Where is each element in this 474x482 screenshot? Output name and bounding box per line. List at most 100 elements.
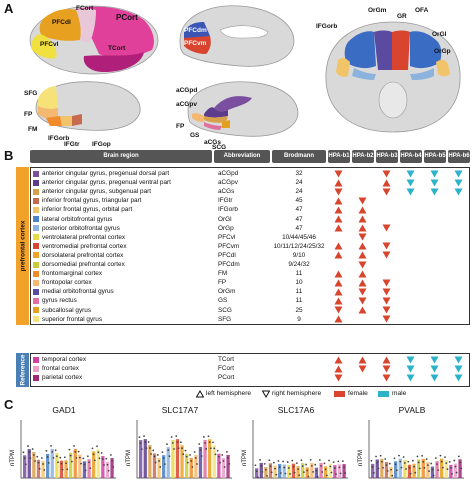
expression-bar [314,467,319,478]
legend-right-hemisphere: right hemisphere [272,390,322,397]
header-hpa-b6: HPA-b6 [448,150,470,163]
expression-bar [143,439,147,478]
sample-dot [228,463,231,465]
region-color-swatch [33,365,39,372]
sample-dot [184,449,187,452]
down-triangle-icon [358,197,367,205]
pfc-rows: anterior cingular gyrus, pregenual dorsa… [32,169,472,325]
sample-dot [154,461,157,464]
expression-bar [101,456,105,478]
sample-dot [445,462,448,464]
group-reference: Reference [16,353,29,387]
legend-female: female [348,390,368,397]
sample-marker [430,356,439,367]
sample-marker [334,365,343,376]
sample-dot [323,462,326,465]
up-triangle-icon [382,179,391,187]
expression-bar [50,448,54,478]
sample-dot [377,467,380,470]
sample-dot [106,463,109,466]
sample-dot [386,470,389,472]
sample-dot [451,473,453,475]
sample-dot [145,447,148,450]
down-triangle-icon [382,315,391,323]
sample-dot [55,455,58,458]
sample-dot [196,463,198,465]
sample-dot [112,466,115,468]
sample-marker [430,188,439,199]
panel-a-label: A [4,1,14,16]
sample-dot [330,471,333,474]
sample-dot [337,460,340,463]
sample-dot [190,460,193,462]
up-triangle-icon [358,251,367,259]
sample-marker [358,215,367,226]
sample-dot [103,464,105,466]
sample-dot [217,455,220,458]
sample-marker [454,365,463,376]
sample-dot [69,454,72,457]
sample-marker [430,170,439,181]
region-name: ventromedial prefrontal cortex [42,242,127,250]
sample-dot [416,455,419,458]
sample-dot [83,463,86,466]
expression-bar [69,452,73,478]
sample-marker [358,206,367,217]
up-triangle-icon [358,242,367,250]
expression-bar [198,447,203,478]
expression-bar [36,459,41,478]
up-triangle-icon [358,270,367,278]
brodmann-area: 47 [295,206,303,214]
sample-dot [455,471,458,474]
sample-dot [186,461,189,464]
sample-dot [307,475,310,478]
sample-dot [264,469,267,471]
region-name: frontopolar cortex [42,279,92,287]
expression-bar [282,464,286,478]
expression-bar [319,463,323,478]
expression-bar [46,453,50,478]
sample-dot [391,474,394,477]
sample-dot [66,468,69,471]
brain-ventral-view [325,21,461,133]
brodmann-area: 9/24/32 [288,261,310,268]
sample-dot [60,462,63,465]
brodmann-area: 45 [295,197,303,205]
down-triangle-icon [406,374,415,382]
sample-marker [334,188,343,199]
sample-dot [89,467,92,470]
sample-dot [380,460,383,463]
label-orgl: OrGl [432,31,447,38]
sample-dot [283,466,286,469]
sample-dot [423,466,426,469]
sample-dot [411,459,414,462]
expression-bar [305,467,309,478]
expression-bar [380,458,384,478]
expression-bar [148,445,152,478]
expression-bar [398,458,402,478]
sample-dot [182,453,185,456]
sample-dot [205,448,208,450]
label-fcort: FCort [76,5,94,12]
region-abbreviation: IFGtr [218,197,233,205]
sample-dot [47,462,50,464]
sample-dot [68,448,71,451]
label-acgpd: aCGpd [176,87,198,94]
chart-ylabel: nTPM [358,449,364,466]
down-triangle-icon [334,188,343,196]
sample-dot [168,455,171,458]
sample-marker [334,251,343,262]
region-name: anterior cingular gyrus, pregenual ventr… [42,179,171,187]
sample-marker [430,374,439,385]
sample-dot [54,449,57,452]
region-color-swatch [33,316,39,323]
up-triangle-icon [358,215,367,223]
sample-dot [459,461,461,464]
down-triangle-icon [406,179,415,187]
sample-dot [88,461,90,464]
expression-bar [185,453,189,478]
